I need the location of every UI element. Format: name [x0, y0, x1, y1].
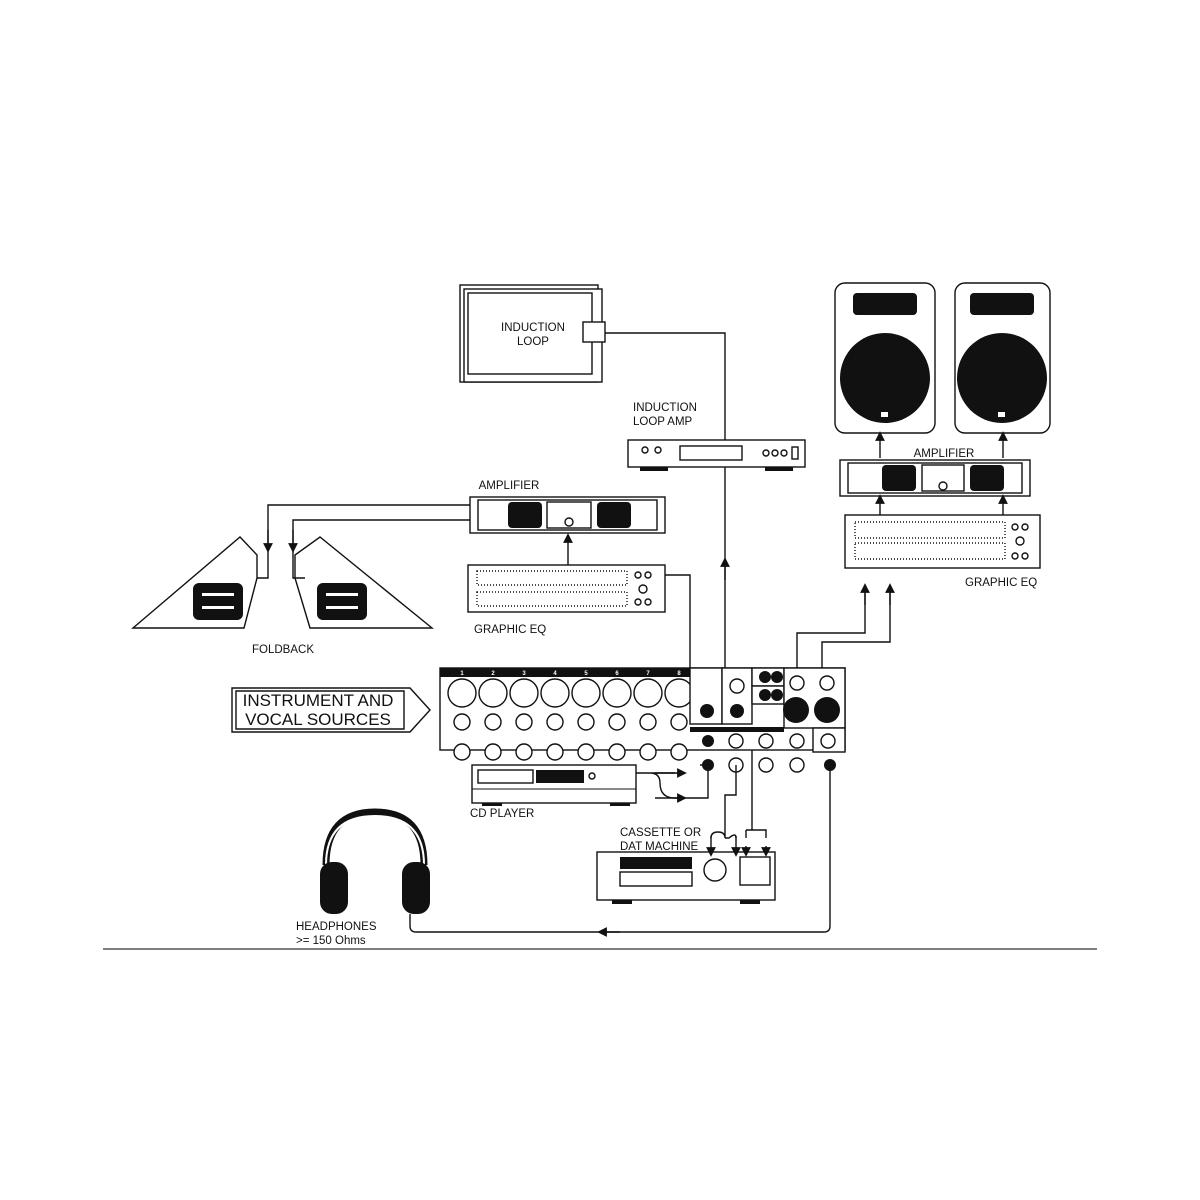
wire-aux-to-eq	[665, 574, 691, 705]
main-amplifier-label: AMPLIFIER	[914, 448, 975, 460]
instrument-vocal-sources: INSTRUMENT AND VOCAL SOURCES	[231, 687, 431, 733]
induction-loop-label-2: LOOP	[517, 336, 549, 348]
wire-amp-to-wedge-left	[257, 504, 470, 579]
xlr-input-icon	[509, 678, 539, 708]
main-amplifier: AMPLIFIER	[839, 448, 1031, 497]
xlr-input-icon	[633, 678, 663, 708]
channel-number: 7	[646, 671, 650, 677]
foldback-amplifier-label: AMPLIFIER	[479, 480, 540, 492]
insert-jack-icon	[639, 743, 657, 761]
insert-jack-icon	[484, 743, 502, 761]
induction-loop: INDUCTION LOOP	[459, 284, 606, 383]
channel-number: 1	[460, 671, 464, 677]
cd-player: CD PLAYER	[470, 764, 637, 820]
xlr-input-icon	[478, 678, 508, 708]
xlr-input-icon	[602, 678, 632, 708]
wire-main-left-out	[796, 590, 866, 668]
line-input-jack-icon	[515, 713, 533, 731]
insert-jack-icon	[577, 743, 595, 761]
channel-number: 4	[553, 671, 557, 677]
main-graphic-eq: GRAPHIC EQ	[844, 514, 1041, 589]
channel-number: 2	[491, 671, 495, 677]
xlr-input-icon	[540, 678, 570, 708]
induction-loop-amp: INDUCTION LOOP AMP	[627, 402, 806, 471]
induction-amp-label-1: INDUCTION	[633, 402, 697, 414]
xlr-input-icon	[664, 678, 694, 708]
main-graphic-eq-label: GRAPHIC EQ	[965, 577, 1037, 589]
wire-mixer-to-cassette	[710, 750, 767, 839]
main-speaker-left	[834, 282, 936, 434]
channel-number: 3	[522, 671, 526, 677]
line-input-jack-icon	[484, 713, 502, 731]
line-input-jack-icon	[670, 713, 688, 731]
xlr-input-icon	[571, 678, 601, 708]
foldback-graphic-eq: GRAPHIC EQ	[467, 564, 666, 636]
foldback-label: FOLDBACK	[252, 644, 314, 656]
headphones: HEADPHONES >= 150 Ohms	[296, 808, 430, 947]
insert-jack-icon	[546, 743, 564, 761]
line-input-jack-icon	[453, 713, 471, 731]
line-input-jack-icon	[608, 713, 626, 731]
foldback-wedge-left	[131, 536, 258, 629]
foldback-amplifier: AMPLIFIER	[469, 480, 666, 534]
headphones-label-2: >= 150 Ohms	[296, 935, 366, 947]
line-input-jack-icon	[639, 713, 657, 731]
channel-number: 8	[677, 671, 681, 677]
cassette-dat-machine: CASSETTE OR DAT MACHINE	[596, 827, 776, 904]
foldback-graphic-eq-label: GRAPHIC EQ	[474, 624, 546, 636]
insert-jack-icon	[453, 743, 471, 761]
sources-label-1: INSTRUMENT AND	[243, 691, 394, 710]
cd-player-label: CD PLAYER	[470, 808, 534, 820]
induction-amp-label-2: LOOP AMP	[633, 416, 693, 428]
wire-main-right-out	[821, 590, 891, 668]
wire-loop-to-amp	[605, 332, 726, 440]
insert-jack-icon	[670, 743, 688, 761]
xlr-input-icon	[447, 678, 477, 708]
cassette-label-2: DAT MACHINE	[620, 841, 698, 853]
insert-jack-icon	[608, 743, 626, 761]
wire-cd-to-mixer	[636, 764, 709, 799]
channel-number: 5	[584, 671, 588, 677]
channel-number: 6	[615, 671, 619, 677]
headphones-label-1: HEADPHONES	[296, 921, 377, 933]
induction-loop-label-1: INDUCTION	[501, 322, 565, 334]
insert-jack-icon	[515, 743, 533, 761]
line-input-jack-icon	[577, 713, 595, 731]
cassette-label-1: CASSETTE OR	[620, 827, 701, 839]
foldback-wedge-right	[294, 536, 434, 629]
mixer: 1 2 3 4 5 6 7 8	[439, 667, 846, 773]
sources-label-2: VOCAL SOURCES	[245, 710, 391, 729]
line-input-jack-icon	[546, 713, 564, 731]
main-speaker-right	[954, 282, 1051, 434]
